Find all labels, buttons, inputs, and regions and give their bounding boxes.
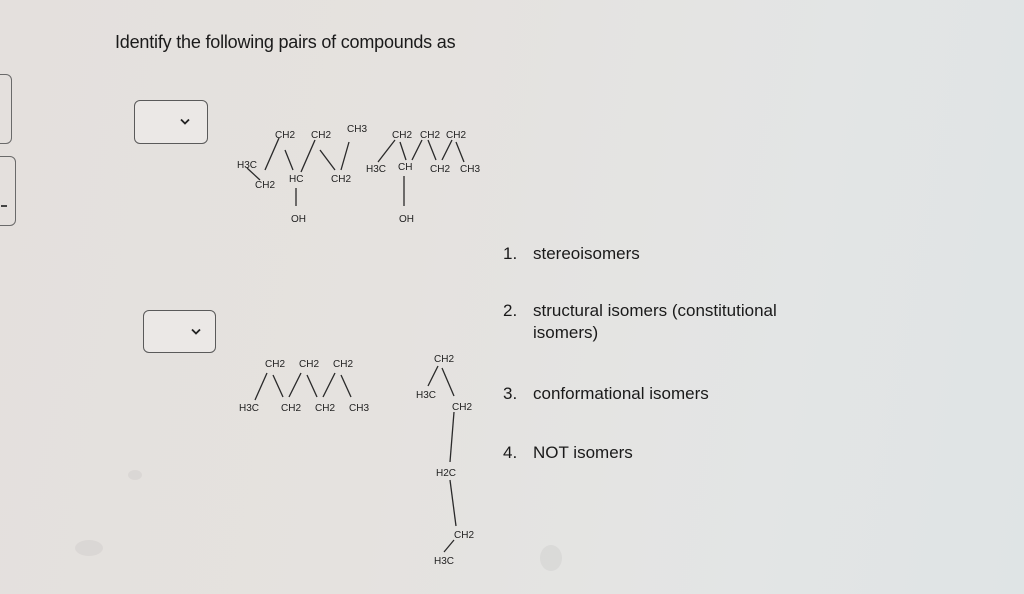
svg-text:CH2: CH2 [420, 130, 440, 141]
svg-text:CH2: CH2 [275, 130, 295, 141]
svg-text:CH2: CH2 [452, 402, 472, 413]
svg-text:H2C: H2C [436, 468, 456, 479]
option-label: NOT isomers [533, 443, 633, 462]
svg-text:H3C: H3C [416, 390, 436, 401]
label-h3c: H3C [237, 160, 257, 171]
offscreen-select-box-2[interactable] [0, 156, 16, 226]
option-1: 1. stereoisomers [503, 243, 640, 265]
question-title: Identify the following pairs of compound… [115, 32, 456, 52]
pair-2-compound-b: CH2 H3C CH2 H2C CH2 H3C [416, 354, 474, 567]
option-number: 2. [503, 301, 518, 320]
svg-text:CH3: CH3 [349, 403, 369, 414]
svg-text:H3C: H3C [366, 164, 386, 175]
option-label: structural isomers (constitutional isome… [533, 301, 777, 342]
svg-text:CH2: CH2 [265, 359, 285, 370]
background-smudge [540, 545, 562, 571]
svg-text:CH2: CH2 [299, 359, 319, 370]
option-number: 1. [503, 244, 518, 263]
option-label: stereoisomers [533, 244, 640, 263]
svg-text:CH2: CH2 [315, 403, 335, 414]
option-number: 4. [503, 443, 518, 462]
svg-text:CH2: CH2 [281, 403, 301, 414]
svg-text:CH2: CH2 [255, 180, 275, 191]
svg-text:H3C: H3C [239, 403, 259, 414]
svg-text:CH2: CH2 [430, 164, 450, 175]
chevron-down-icon [191, 328, 201, 335]
svg-text:CH2: CH2 [331, 174, 351, 185]
background-smudge [128, 470, 142, 480]
svg-text:CH3: CH3 [347, 124, 367, 135]
background-smudge [75, 540, 103, 556]
dash-mark [1, 205, 7, 207]
svg-text:CH2: CH2 [446, 130, 466, 141]
svg-text:CH3: CH3 [460, 164, 480, 175]
option-4: 4. NOT isomers [503, 442, 633, 464]
svg-text:OH: OH [399, 214, 414, 225]
pair-1-answer-select[interactable] [134, 100, 208, 144]
option-number: 3. [503, 384, 518, 403]
svg-text:CH2: CH2 [333, 359, 353, 370]
svg-text:OH: OH [291, 214, 306, 225]
svg-text:H3C: H3C [434, 556, 454, 567]
pair-2-compound-a: H3C CH2 CH2 CH2 CH2 CH2 CH3 [239, 359, 369, 414]
svg-text:CH2: CH2 [311, 130, 331, 141]
option-2: 2. structural isomers (constitutional iso… [503, 300, 823, 344]
svg-text:CH2: CH2 [392, 130, 412, 141]
svg-text:CH2: CH2 [434, 354, 454, 365]
pair-1-compound-b: H3C CH2 CH OH CH2 CH2 CH2 CH3 [366, 130, 480, 225]
option-label: conformational isomers [533, 384, 709, 403]
svg-text:CH2: CH2 [454, 530, 474, 541]
option-3: 3. conformational isomers [503, 383, 709, 405]
svg-text:CH: CH [398, 162, 412, 173]
pair-1-compound-a: H3C CH2 CH2 HC OH CH2 CH2 CH3 [237, 124, 367, 225]
pair-2-answer-select[interactable] [143, 310, 216, 353]
svg-text:HC: HC [289, 174, 303, 185]
chevron-down-icon [180, 118, 190, 125]
offscreen-select-box-1[interactable] [0, 74, 12, 144]
